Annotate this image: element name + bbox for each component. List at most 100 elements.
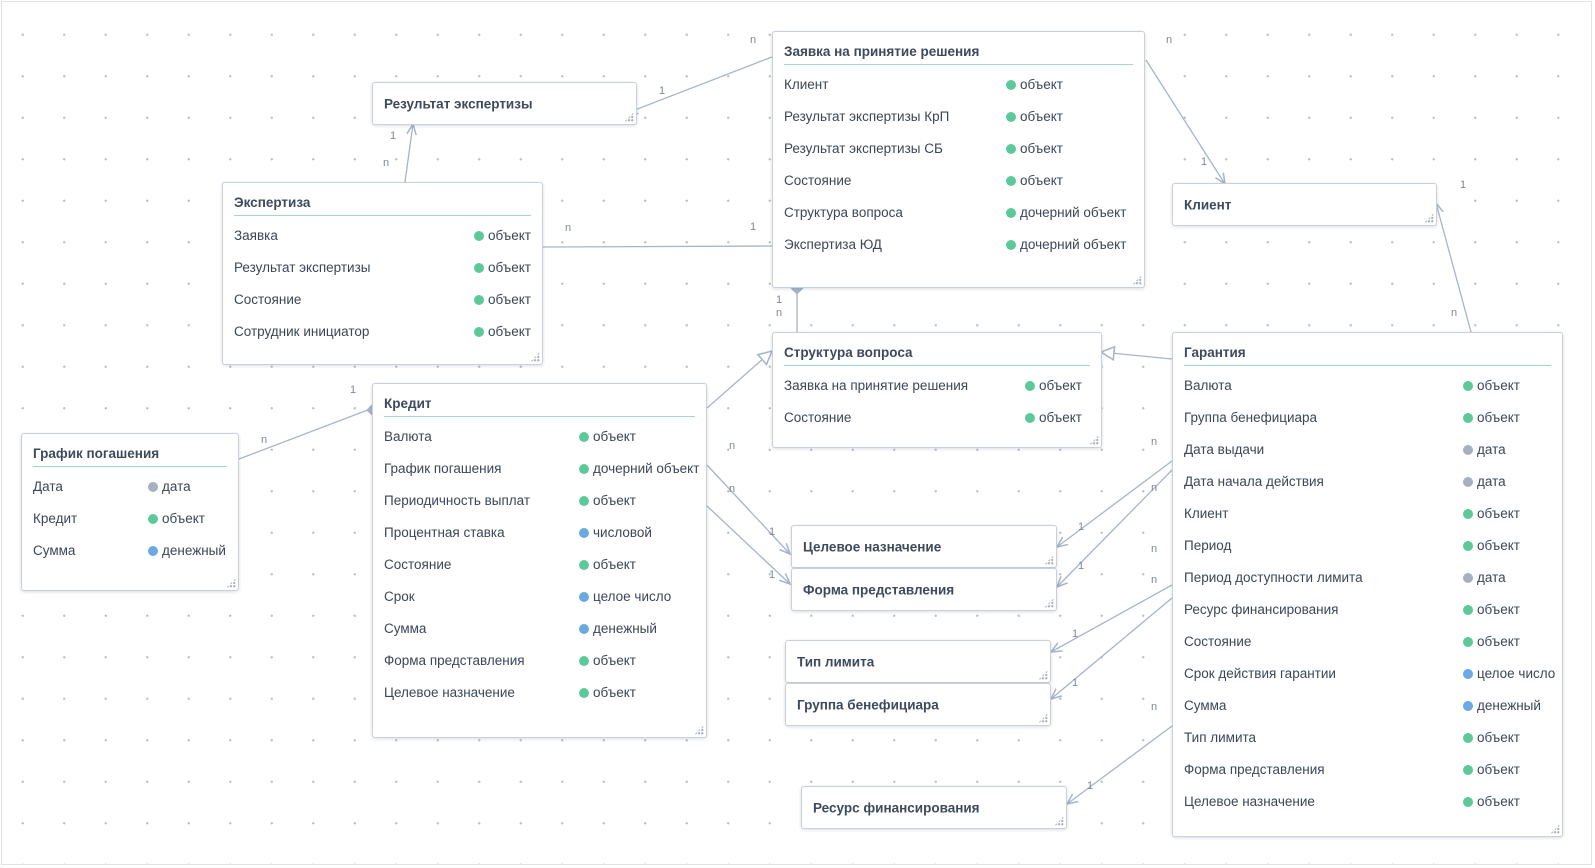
resize-handle[interactable] xyxy=(624,112,634,122)
resize-handle[interactable] xyxy=(1038,670,1048,680)
link-zayavka-klient xyxy=(1145,59,1225,184)
resize-handle[interactable] xyxy=(1550,824,1560,834)
type-dot-icon xyxy=(579,527,589,538)
resize-handle[interactable] xyxy=(1132,275,1142,285)
attribute-type: объект xyxy=(1006,141,1063,156)
link-grafik-kredit xyxy=(238,407,374,460)
attribute-type: объект xyxy=(1463,602,1520,617)
attribute-type-label: объект xyxy=(1477,634,1520,649)
entity-resurs[interactable]: Ресурс финансирования xyxy=(801,786,1067,829)
attribute-type: объект xyxy=(1463,378,1520,393)
attribute-name: Клиент xyxy=(784,77,829,92)
resize-handle[interactable] xyxy=(1044,598,1054,608)
type-dot-icon xyxy=(579,431,589,442)
resize-handle[interactable] xyxy=(1044,555,1054,565)
attribute-type: дата xyxy=(1463,570,1506,585)
resize-handle[interactable] xyxy=(1424,213,1434,223)
resize-handle[interactable] xyxy=(226,578,236,588)
card-label: n xyxy=(565,222,572,234)
type-dot-icon xyxy=(1463,476,1473,487)
link-kredit-forma xyxy=(706,505,790,584)
attribute-type: объект xyxy=(579,493,636,508)
attribute-type-label: дочерний объект xyxy=(593,461,700,476)
attribute-type-label: целое число xyxy=(1477,666,1556,681)
card-label: 1 xyxy=(1087,780,1094,792)
attribute-type-label: дата xyxy=(162,479,191,494)
entity-tselevoe[interactable]: Целевое назначение xyxy=(791,525,1057,568)
attribute-type-label: объект xyxy=(1477,506,1520,521)
entity-title: Структура вопроса xyxy=(784,345,1090,366)
entity-struktura[interactable]: Структура вопроса Заявка на принятие реш… xyxy=(772,332,1102,448)
link-garantiya-klient xyxy=(1436,203,1472,333)
entity-tip-limita[interactable]: Тип лимита xyxy=(785,640,1051,683)
attribute-type-label: объект xyxy=(1039,410,1082,425)
entity-forma[interactable]: Форма представления xyxy=(791,568,1057,611)
attribute-type-label: денежный xyxy=(593,621,657,636)
resize-handle[interactable] xyxy=(1038,713,1048,723)
type-dot-icon xyxy=(474,262,484,273)
attribute-name: Структура вопроса xyxy=(784,205,903,220)
resize-handle[interactable] xyxy=(1089,435,1099,445)
type-dot-icon xyxy=(474,230,484,241)
attribute-name: Заявка на принятие решения xyxy=(784,378,969,393)
entity-rezultat[interactable]: Результат экспертизы xyxy=(372,82,637,125)
entity-klient[interactable]: Клиент xyxy=(1172,183,1437,226)
type-dot-icon xyxy=(1006,111,1016,122)
card-label: n xyxy=(1151,436,1158,448)
type-dot-icon xyxy=(579,463,589,474)
attribute-type-label: объект xyxy=(1020,109,1063,124)
entity-gruppa[interactable]: Группа бенефициара xyxy=(785,683,1051,726)
resize-handle[interactable] xyxy=(530,352,540,362)
resize-handle[interactable] xyxy=(1054,816,1064,826)
card-label: 1 xyxy=(1072,628,1079,640)
resize-handle[interactable] xyxy=(694,725,704,735)
attribute-type: денежный xyxy=(148,543,226,558)
attribute-type: объект xyxy=(1463,634,1520,649)
attribute-name: Тип лимита xyxy=(1184,730,1257,745)
attribute-type: объект xyxy=(1025,410,1082,425)
